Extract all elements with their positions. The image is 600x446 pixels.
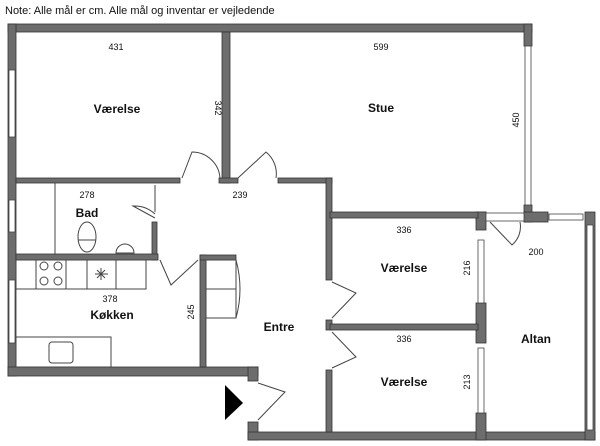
room-label-koekken: Køkken xyxy=(90,308,133,322)
sink-icon xyxy=(48,341,74,364)
room-label-vaerelse-1: Værelse xyxy=(94,102,141,116)
dim-stue-depth: 450 xyxy=(511,112,521,127)
dim-koekken-depth: 245 xyxy=(186,304,196,319)
stove-icon xyxy=(39,261,63,286)
dim-koekken-width: 378 xyxy=(102,294,117,304)
dim-vaerelse-1-depth: 342 xyxy=(213,100,223,115)
entrance-arrow-icon xyxy=(225,385,243,420)
dim-stue-width: 599 xyxy=(373,42,388,52)
room-label-bad: Bad xyxy=(76,206,99,220)
dim-vaerelse-2-width: 336 xyxy=(396,225,411,235)
washbasin-icon xyxy=(115,243,135,254)
dim-vaerelse-3-depth: 213 xyxy=(462,374,472,389)
note-text: Note: Alle mål er cm. Alle mål og invent… xyxy=(5,5,275,17)
room-label-stue: Stue xyxy=(368,101,394,115)
toilet-icon xyxy=(77,221,97,253)
room-label-entre: Entre xyxy=(264,320,295,334)
labels: 431 Værelse 342 599 Stue 450 278 Bad 239… xyxy=(76,42,551,390)
fan-icon xyxy=(95,268,108,280)
doors xyxy=(131,151,521,421)
room-label-vaerelse-3: Værelse xyxy=(381,375,428,389)
dim-bad-width: 278 xyxy=(79,190,94,200)
windows xyxy=(8,45,594,431)
room-label-altan: Altan xyxy=(521,332,551,346)
dim-vaerelse-1-width: 431 xyxy=(108,42,123,52)
dim-altan-width: 200 xyxy=(528,247,543,257)
dim-vaerelse-3-width: 336 xyxy=(396,334,411,344)
walls xyxy=(7,23,596,441)
dim-vaerelse-2-depth: 216 xyxy=(462,260,472,275)
fixtures xyxy=(15,183,243,420)
kitchen-counter xyxy=(15,259,147,290)
room-label-vaerelse-2: Værelse xyxy=(381,261,428,275)
dim-hall-width: 239 xyxy=(232,190,247,200)
